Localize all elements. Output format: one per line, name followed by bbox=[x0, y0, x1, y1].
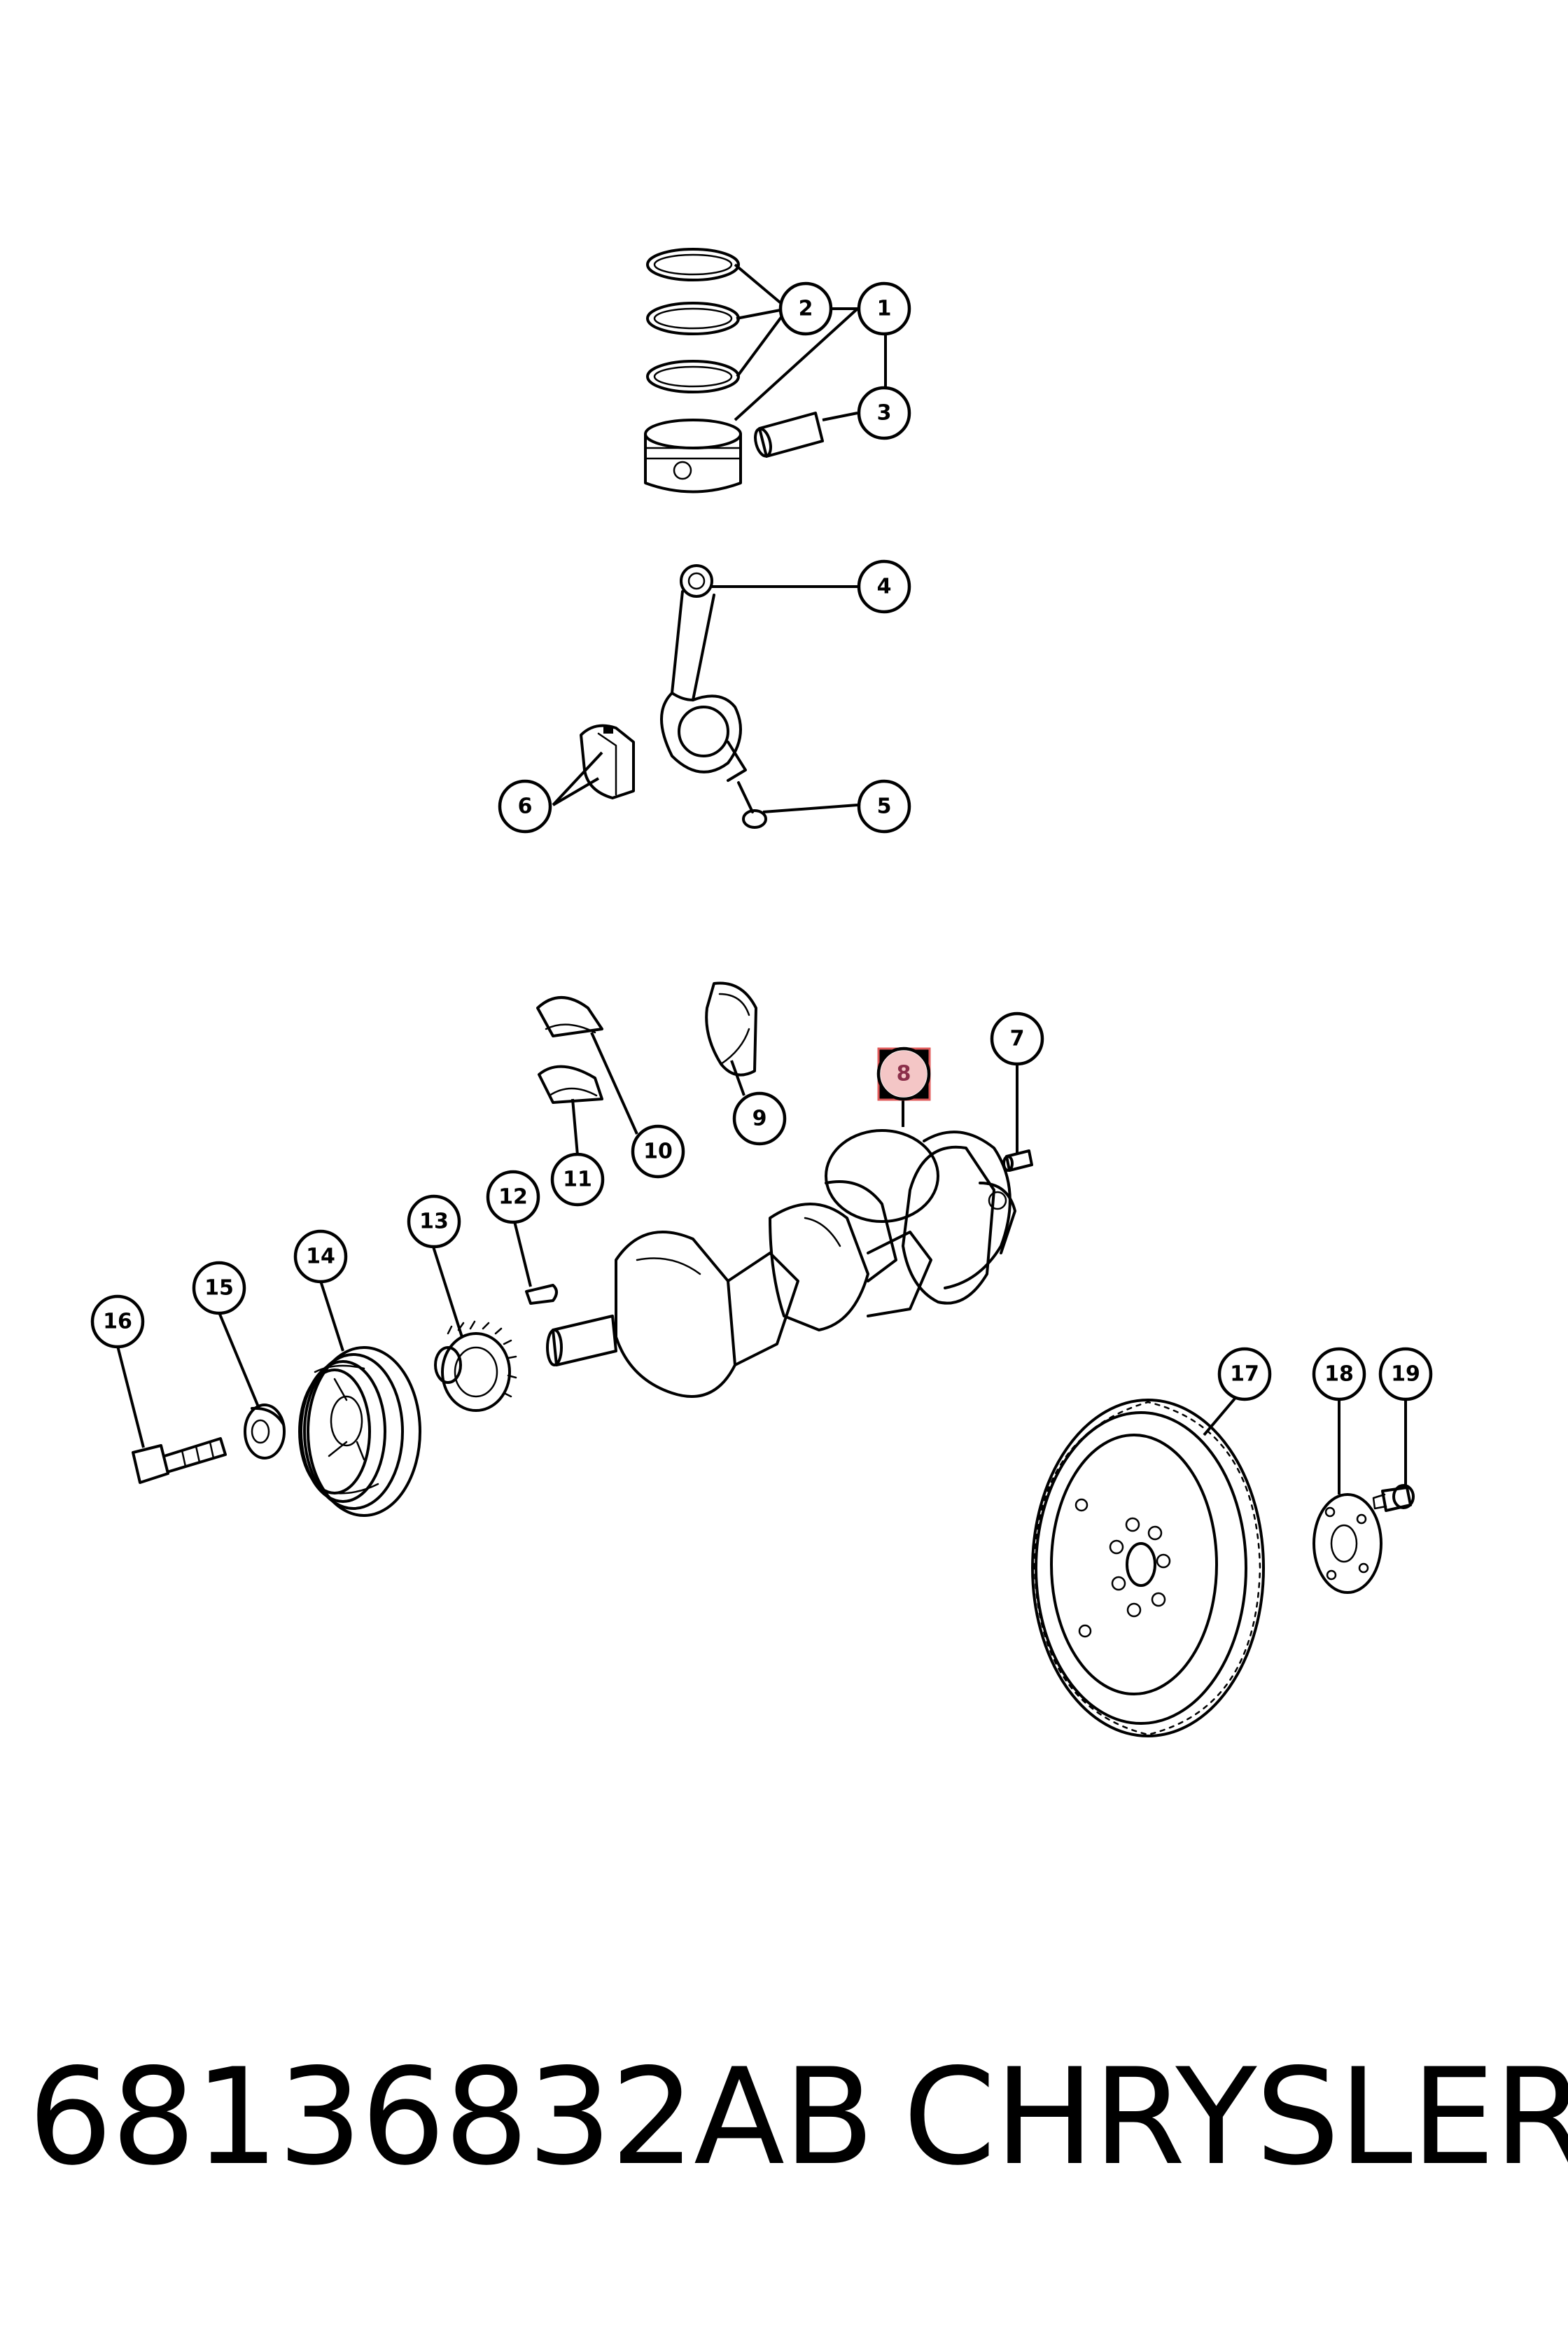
dowel-pin-illustration bbox=[1002, 1149, 1033, 1172]
callout-5[interactable]: 5 bbox=[857, 779, 911, 834]
piston-pin-illustration bbox=[754, 412, 824, 458]
callout-16-label: 16 bbox=[103, 1310, 132, 1334]
callout-17-label: 17 bbox=[1230, 1362, 1259, 1387]
callout-10-label: 10 bbox=[643, 1140, 673, 1164]
callout-10[interactable]: 10 bbox=[631, 1124, 685, 1179]
main-bearing-upper-illustration bbox=[536, 996, 603, 1104]
callout-19[interactable]: 19 bbox=[1378, 1347, 1433, 1401]
callout-7[interactable]: 7 bbox=[990, 1011, 1044, 1066]
flexplate-bolt-illustration bbox=[1372, 1484, 1415, 1512]
callout-16[interactable]: 16 bbox=[90, 1294, 145, 1349]
callout-2-label: 2 bbox=[799, 297, 813, 321]
callout-12-label: 12 bbox=[498, 1185, 528, 1210]
connecting-rod-illustration bbox=[660, 564, 747, 782]
vibration-damper-illustration bbox=[298, 1346, 421, 1517]
callout-14[interactable]: 14 bbox=[293, 1229, 348, 1284]
flexplate-spacer-illustration bbox=[1312, 1493, 1382, 1594]
callout-2[interactable]: 2 bbox=[778, 281, 833, 336]
callout-12[interactable]: 12 bbox=[486, 1170, 540, 1224]
callout-13[interactable]: 13 bbox=[407, 1194, 461, 1249]
thrust-bearing-illustration bbox=[705, 981, 757, 1077]
rod-bearing-illustration bbox=[580, 724, 635, 799]
callout-11[interactable]: 11 bbox=[550, 1152, 605, 1207]
crankshaft-sprocket-illustration bbox=[434, 1320, 517, 1412]
callout-6[interactable]: 6 bbox=[498, 779, 552, 834]
callout-4-label: 4 bbox=[877, 575, 892, 599]
crankshaft-illustration bbox=[546, 1129, 1016, 1398]
callout-1-label: 1 bbox=[877, 297, 892, 321]
callout-7-label: 7 bbox=[1010, 1027, 1025, 1051]
callout-11-label: 11 bbox=[563, 1168, 592, 1192]
callout-8-label: 8 bbox=[897, 1062, 911, 1086]
callout-6-label: 6 bbox=[518, 794, 533, 819]
callout-14-label: 14 bbox=[306, 1245, 335, 1269]
callout-9-label: 9 bbox=[752, 1107, 767, 1131]
callout-8[interactable]: 8 bbox=[876, 1046, 931, 1101]
damper-bolt-illustration bbox=[132, 1437, 227, 1484]
flexplate-illustration bbox=[1031, 1399, 1265, 1737]
callout-3-label: 3 bbox=[877, 401, 892, 426]
callout-15-label: 15 bbox=[204, 1276, 234, 1301]
callout-9[interactable]: 9 bbox=[732, 1091, 787, 1146]
callout-15[interactable]: 15 bbox=[192, 1261, 246, 1315]
leader-lines bbox=[116, 263, 1407, 1494]
callout-13-label: 13 bbox=[419, 1210, 449, 1234]
callout-17[interactable]: 17 bbox=[1217, 1347, 1272, 1401]
callout-3[interactable]: 3 bbox=[857, 386, 911, 440]
part-number: 68136832AB bbox=[28, 2040, 874, 2194]
damper-washer-illustration bbox=[244, 1404, 286, 1460]
callout-18-label: 18 bbox=[1324, 1362, 1354, 1387]
callout-18[interactable]: 18 bbox=[1312, 1347, 1366, 1401]
callout-1[interactable]: 1 bbox=[857, 281, 911, 336]
rod-bolt-illustration bbox=[737, 781, 767, 829]
piston-rings-illustration bbox=[646, 248, 740, 393]
callout-19-label: 19 bbox=[1391, 1362, 1420, 1387]
brand-name: CHRYSLER bbox=[903, 2040, 1568, 2194]
callout-8-highlight-fill bbox=[881, 1051, 927, 1097]
callout-5-label: 5 bbox=[877, 794, 892, 819]
woodruff-key-illustration bbox=[525, 1284, 558, 1305]
callout-4[interactable]: 4 bbox=[857, 559, 911, 614]
piston-illustration bbox=[644, 419, 742, 493]
